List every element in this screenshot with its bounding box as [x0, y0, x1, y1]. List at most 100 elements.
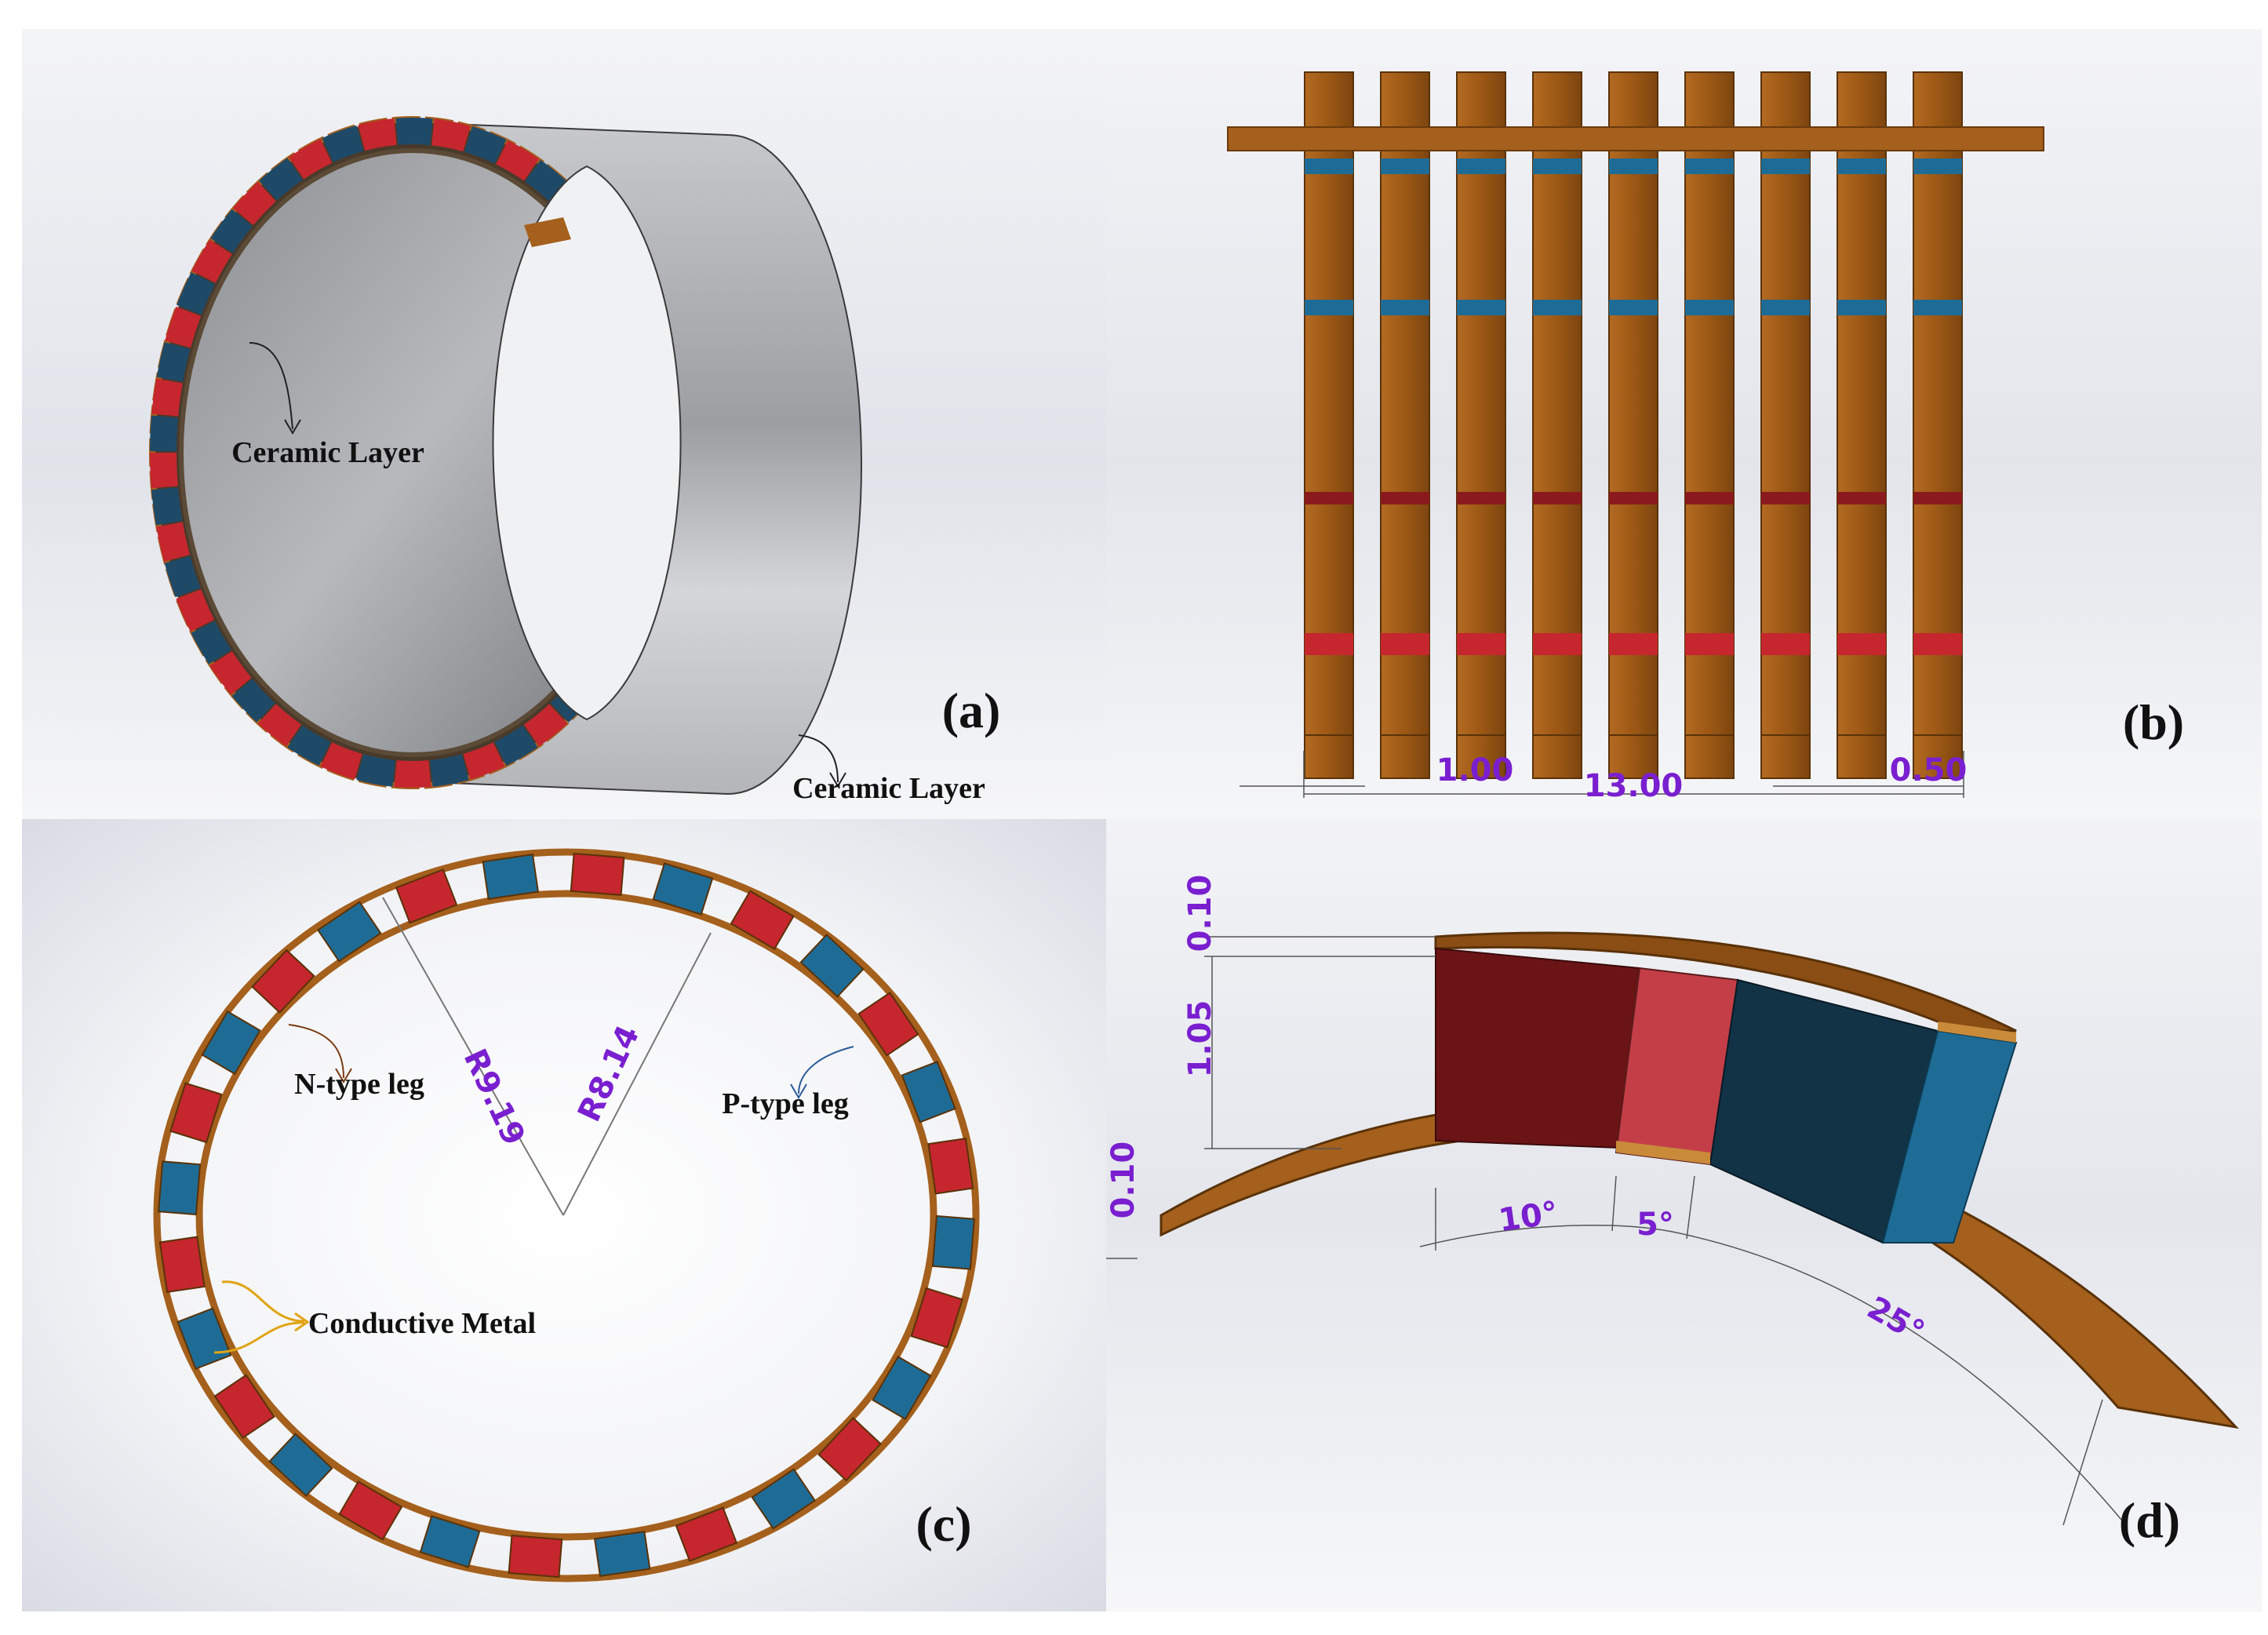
conductor-strip — [1608, 71, 1658, 779]
ceramic-layer-arrowhead-outer — [829, 772, 846, 788]
p-type-band — [1457, 300, 1505, 315]
panel-a: Ceramic Layer Ceramic Layer (a) — [22, 29, 1106, 819]
conductor-strip — [1837, 71, 1887, 779]
ceramic-layer-arrow-inner — [249, 342, 293, 430]
n-type-leg — [817, 1417, 882, 1482]
ceramic-layer-label-inner: Ceramic Layer — [231, 436, 424, 469]
p-type-band — [1685, 300, 1734, 315]
p-leg-top-contact — [1938, 1021, 2016, 1043]
n-type-arrow — [288, 1024, 344, 1079]
p-type-band — [1685, 158, 1734, 174]
p-type-band — [1381, 158, 1429, 174]
n-type-leg — [910, 1287, 963, 1349]
dim-pitch: 1.00 — [1436, 752, 1514, 788]
radius-line-outer — [382, 897, 564, 1216]
p-type-leg — [901, 1061, 956, 1123]
n-type-band — [1609, 633, 1658, 655]
panel-b-drawing: 1.00 13.00 0.50 (b) — [1106, 29, 2262, 819]
n-type-leg — [251, 949, 315, 1014]
p-type-band — [1609, 300, 1658, 315]
conductor-strip — [1380, 71, 1430, 779]
metal-arrow-lower — [213, 1321, 305, 1354]
dimension-lines — [1240, 751, 1964, 798]
n-type-leg — [570, 852, 625, 896]
angle-gap-label: 5° — [1636, 1207, 1674, 1243]
n-type-band — [1609, 492, 1658, 504]
n-type-band — [1837, 492, 1886, 504]
n-type-band — [1913, 633, 1962, 655]
p-type-arrow — [798, 1046, 854, 1094]
p-type-band — [1761, 158, 1810, 174]
p-type-label: P-type leg — [722, 1087, 848, 1120]
p-type-band — [1381, 300, 1429, 315]
p-type-leg — [751, 1468, 817, 1530]
panel-d-tag: (d) — [2119, 1492, 2180, 1548]
panel-a-tag: (a) — [942, 683, 1001, 738]
panel-a-drawing: Ceramic Layer Ceramic Layer (a) — [22, 29, 1106, 819]
ceramic-layer-arrow-outer — [798, 734, 839, 783]
n-type-leg — [730, 890, 795, 950]
n-type-band — [1533, 633, 1582, 655]
p-type-band — [1913, 158, 1962, 174]
connector-tab — [524, 217, 571, 247]
dim-leg-height: 1.05 — [1182, 1000, 1218, 1078]
dimension-lines-d — [1106, 936, 2127, 1526]
panel-d-drawing: 0.10 1.05 0.10 10° 5° 25° (d) — [1106, 819, 2262, 1611]
p-type-leg — [799, 934, 865, 998]
n-type-band — [1305, 492, 1353, 504]
top-metal-strip — [1434, 931, 2017, 1032]
thermoelectric-legs — [158, 852, 975, 1579]
n-type-band — [1457, 492, 1505, 504]
n-type-band — [1381, 492, 1429, 504]
p-type-band — [1457, 158, 1505, 174]
dim-gap: 0.50 — [1890, 752, 1968, 788]
n-type-leg — [158, 1236, 206, 1293]
n-type-leg — [338, 1480, 403, 1541]
p-type-leg — [316, 901, 382, 963]
p-type-leg — [201, 1010, 261, 1076]
p-type-band — [1305, 300, 1353, 315]
dim-total: 13.00 — [1584, 768, 1684, 804]
p-type-leg — [593, 1530, 651, 1578]
p-type-band — [1609, 158, 1658, 174]
n-type-band — [1761, 633, 1810, 655]
p-type-leg — [177, 1307, 232, 1370]
angle-leg-label: 10° — [1497, 1195, 1560, 1239]
conductive-metal-ring-outer — [153, 848, 980, 1582]
p-type-band — [1761, 300, 1810, 315]
conductive-metal-ring-inner — [195, 890, 937, 1541]
ceramic-layer-label-outer: Ceramic Layer — [792, 772, 985, 805]
panel-c-tag: (c) — [916, 1496, 971, 1552]
p-type-band — [1533, 300, 1582, 315]
n-type-band — [1761, 492, 1810, 504]
n-leg-bottom-contact — [1616, 1141, 1710, 1164]
conductor-strip — [1456, 71, 1506, 779]
p-type-band — [1913, 300, 1962, 315]
p-type-band — [1533, 158, 1582, 174]
ceramic-layer-arrowhead-inner — [284, 419, 301, 435]
dim-top-metal: 0.10 — [1182, 875, 1218, 952]
n-type-band — [1381, 633, 1429, 655]
p-type-leg — [158, 1160, 202, 1216]
dim-bottom-metal: 0.10 — [1106, 1142, 1141, 1219]
panel-c-drawing: R9.19 R8.14 N-type leg P-type leg Conduc… — [22, 819, 1106, 1611]
p-type-leg — [652, 862, 714, 916]
n-type-leg — [213, 1374, 275, 1440]
p-type-leg-face-light — [1881, 1029, 2018, 1244]
n-type-leg — [508, 1535, 563, 1579]
n-type-band — [1685, 633, 1734, 655]
conductive-metal-label: Conductive Metal — [308, 1307, 536, 1340]
n-type-leg — [675, 1506, 738, 1562]
conductor-strip — [1304, 71, 1354, 779]
n-type-band — [1457, 633, 1505, 655]
teg-strip-array — [1304, 71, 1963, 779]
n-type-band — [1685, 492, 1734, 504]
panel-d: 0.10 1.05 0.10 10° 5° 25° (d) — [1106, 819, 2262, 1611]
panel-d-background — [1106, 819, 2262, 1611]
n-type-leg-face-dark — [1435, 947, 1640, 1150]
n-type-arrowhead — [335, 1068, 352, 1083]
n-type-leg — [395, 868, 458, 924]
connector-bar-back — [1227, 126, 2044, 151]
p-type-band — [1305, 158, 1353, 174]
metal-arrowhead — [294, 1312, 310, 1332]
